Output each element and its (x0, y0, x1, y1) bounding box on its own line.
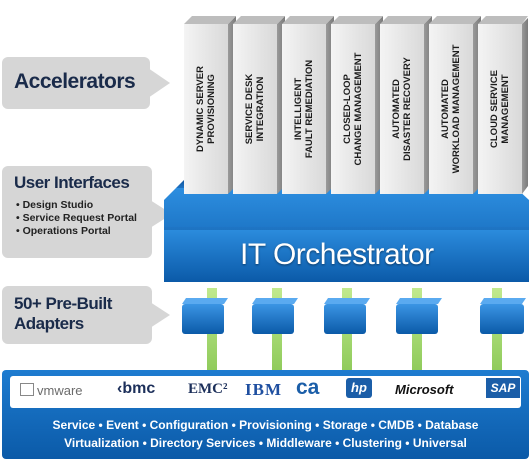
accelerator-column-automated-disaster-recovery: AUTOMATED DISASTER RECOVERY (380, 24, 424, 194)
accelerator-column-intelligent-fault-remediation: INTELLIGENT FAULT REMEDIATION (282, 24, 326, 194)
accelerator-label: AUTOMATED WORKLOAD MANAGEMENT (440, 45, 462, 174)
user-interfaces-callout: User Interfaces • Design Studio • Servic… (2, 166, 152, 258)
accelerators-callout-title: Accelerators (14, 70, 136, 93)
accelerators-callout-pointer (148, 68, 170, 98)
accelerator-label-line2: MANAGEMENT (500, 74, 511, 144)
accelerator-label-line2: INTEGRATION (255, 76, 266, 142)
accelerator-label-line2: DISASTER RECOVERY (402, 57, 413, 161)
microsoft-logo: Microsoft (395, 382, 454, 397)
accelerator-label-line1: CLOSED-LOOP (342, 74, 353, 144)
orchestrator-title: IT Orchestrator (240, 238, 434, 271)
adapters-callout-pointer (150, 302, 170, 328)
adapters-callout: 50+ Pre-Built Adapters (2, 286, 152, 344)
accelerator-column-cloud-service-management: CLOUD SERVICE MANAGEMENT (478, 24, 522, 194)
accelerators-callout: Accelerators (2, 57, 150, 109)
adapters-callout-title: 50+ Pre-Built Adapters (14, 294, 112, 333)
accelerator-label: SERVICE DESK INTEGRATION (244, 74, 266, 145)
ca-logo: ca (296, 376, 320, 399)
accelerator-label-line2: WORKLOAD MANAGEMENT (451, 44, 462, 174)
accelerator-label: CLOUD SERVICE MANAGEMENT (489, 70, 511, 148)
accelerator-label-line2: FAULT REMEDIATION (304, 59, 315, 159)
services-line-1: Service • Event • Configuration • Provis… (52, 418, 479, 432)
vmware-icon (20, 383, 34, 396)
user-interfaces-callout-pointer (150, 200, 172, 228)
accelerator-label-line2: PROVISIONING (206, 74, 217, 144)
services-line-2: Virtualization • Directory Services • Mi… (64, 436, 467, 450)
sap-logo: SAP (486, 378, 520, 398)
bmc-logo: ‹bmc (117, 380, 155, 398)
orchestrator-block (164, 178, 529, 282)
bullet-service-request-portal: • Service Request Portal (16, 212, 137, 224)
bottom-panel-bg (2, 370, 529, 459)
accelerator-column-dynamic-server-provisioning: DYNAMIC SERVER PROVISIONING (184, 24, 228, 194)
user-interfaces-bullets: • Design Studio • Service Request Portal… (16, 199, 137, 238)
vmware-logo: vmware (20, 383, 83, 398)
accelerator-label-line1: AUTOMATED (391, 79, 402, 139)
vmware-logo-text: vmware (37, 383, 83, 398)
accelerator-label-line1: SERVICE DESK (244, 73, 255, 145)
accelerator-label: AUTOMATED DISASTER RECOVERY (391, 57, 413, 161)
accelerator-label: DYNAMIC SERVER PROVISIONING (195, 66, 217, 152)
bmc-logo-text: bmc (122, 380, 156, 397)
adapter-cubes (182, 298, 526, 334)
bullet-operations-portal: • Operations Portal (16, 225, 111, 237)
accelerator-label-line1: CLOUD SERVICE (489, 70, 500, 148)
bmc-chevron-icon: ‹ (117, 380, 123, 397)
vendor-logos-row: vmware ‹bmc EMC² IBM ca hp Microsoft SAP (2, 370, 529, 408)
accelerator-label: CLOSED-LOOP CHANGE MANAGEMENT (342, 53, 364, 166)
accelerator-label-line1: AUTOMATED (440, 79, 451, 139)
ibm-logo: IBM (245, 380, 282, 399)
hp-logo: hp (346, 378, 372, 398)
accelerator-label-line2: CHANGE MANAGEMENT (353, 52, 364, 166)
accelerator-label-line1: INTELLIGENT (293, 77, 304, 141)
accelerator-column-shading (184, 16, 528, 194)
accelerator-column-service-desk-integration: SERVICE DESK INTEGRATION (233, 24, 277, 194)
bullet-design-studio: • Design Studio (16, 199, 94, 211)
accelerator-label-line1: DYNAMIC SERVER (195, 66, 206, 152)
accelerator-column-closed-loop-change-management: CLOSED-LOOP CHANGE MANAGEMENT (331, 24, 375, 194)
accelerator-column-automated-workload-management: AUTOMATED WORKLOAD MANAGEMENT (429, 24, 473, 194)
user-interfaces-callout-title: User Interfaces (14, 173, 130, 192)
integrations-panel: vmware ‹bmc EMC² IBM ca hp Microsoft SAP… (2, 370, 529, 459)
emc-logo: EMC² (188, 381, 228, 397)
accelerator-label: INTELLIGENT FAULT REMEDIATION (293, 60, 315, 158)
